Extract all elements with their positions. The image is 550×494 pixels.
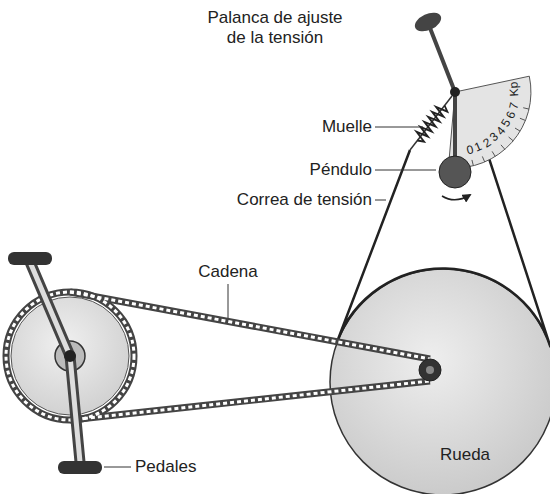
lever-knob	[412, 9, 444, 35]
spring	[417, 106, 448, 142]
rear-sprocket	[419, 359, 441, 381]
scale-unit: Kp	[506, 81, 521, 96]
part-label: Rueda	[440, 445, 490, 465]
pendulum-bob	[439, 156, 471, 188]
scale-number: 7	[506, 101, 522, 111]
crank	[8, 252, 102, 474]
spring-axis	[410, 96, 452, 150]
pivot	[450, 87, 460, 97]
scale-ticks	[472, 108, 529, 166]
leader-lines	[104, 127, 436, 467]
part-label: Cadena	[198, 262, 258, 282]
lever-rod	[430, 28, 455, 92]
part-label: Correa de tensión	[237, 190, 372, 210]
part-label: Pedales	[135, 457, 196, 477]
pendulum-rod	[453, 92, 457, 158]
rear-hub	[426, 366, 434, 374]
rotation-arrow	[442, 195, 470, 200]
part-label: Muelle	[322, 117, 372, 137]
tension-belt	[337, 100, 550, 347]
part-label: Péndulo	[310, 160, 372, 180]
pedal	[58, 461, 102, 474]
pedal	[8, 252, 52, 265]
part-label: Palanca de ajuste de la tensión	[200, 8, 350, 49]
scale-quadrant	[448, 76, 531, 168]
